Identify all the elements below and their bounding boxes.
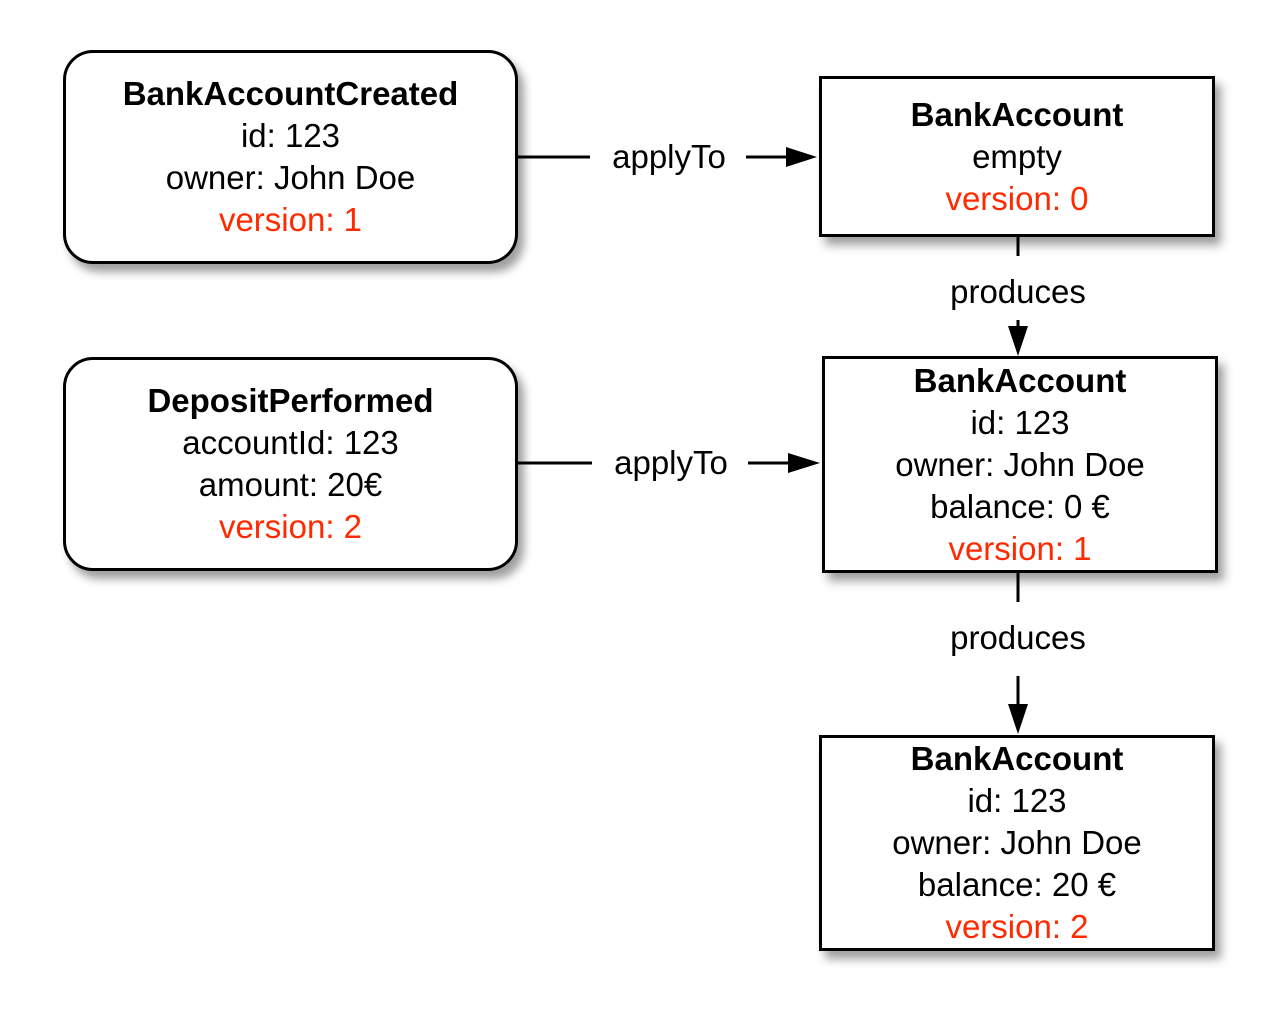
produces-label-2: produces xyxy=(928,618,1108,658)
event-id: id: 123 xyxy=(240,117,341,154)
state-owner: owner: John Doe xyxy=(895,445,1145,483)
state-id: id: 123 xyxy=(967,782,1067,819)
state-owner: owner: John Doe xyxy=(892,824,1142,861)
event-version: version: 1 xyxy=(218,201,363,238)
event-bank-account-created: BankAccountCreated id: 123 owner: John D… xyxy=(63,50,518,264)
event-title: DepositPerformed xyxy=(147,382,434,419)
event-account-id: accountId: 123 xyxy=(182,424,399,461)
state-version: version: 1 xyxy=(948,529,1092,567)
arrowhead-icon xyxy=(1008,704,1028,734)
state-bank-account-empty: BankAccount empty version: 0 xyxy=(819,76,1215,237)
arrowhead-icon xyxy=(786,147,817,167)
event-owner: owner: John Doe xyxy=(165,159,416,196)
state-version: version: 2 xyxy=(945,908,1089,945)
state-version: version: 0 xyxy=(945,179,1089,217)
event-version: version: 2 xyxy=(218,508,363,545)
arrowhead-icon xyxy=(788,453,820,473)
apply-to-label-1: applyTo xyxy=(596,137,742,177)
event-amount: amount: 20€ xyxy=(198,466,383,503)
state-title: BankAccount xyxy=(910,95,1124,133)
state-balance: balance: 20 € xyxy=(917,866,1117,903)
produces-label-1: produces xyxy=(928,260,1108,320)
state-title: BankAccount xyxy=(910,740,1124,777)
state-bank-account-v2: BankAccount id: 123 owner: John Doe bala… xyxy=(819,735,1215,951)
state-bank-account-v1: BankAccount id: 123 owner: John Doe bala… xyxy=(822,356,1218,573)
state-status: empty xyxy=(972,137,1062,175)
arrowhead-icon xyxy=(1008,326,1028,356)
state-title: BankAccount xyxy=(913,361,1127,399)
state-balance: balance: 0 € xyxy=(930,487,1110,525)
apply-to-label-2: applyTo xyxy=(598,443,744,483)
event-deposit-performed: DepositPerformed accountId: 123 amount: … xyxy=(63,357,518,571)
state-id: id: 123 xyxy=(970,403,1070,441)
event-title: BankAccountCreated xyxy=(122,75,459,112)
